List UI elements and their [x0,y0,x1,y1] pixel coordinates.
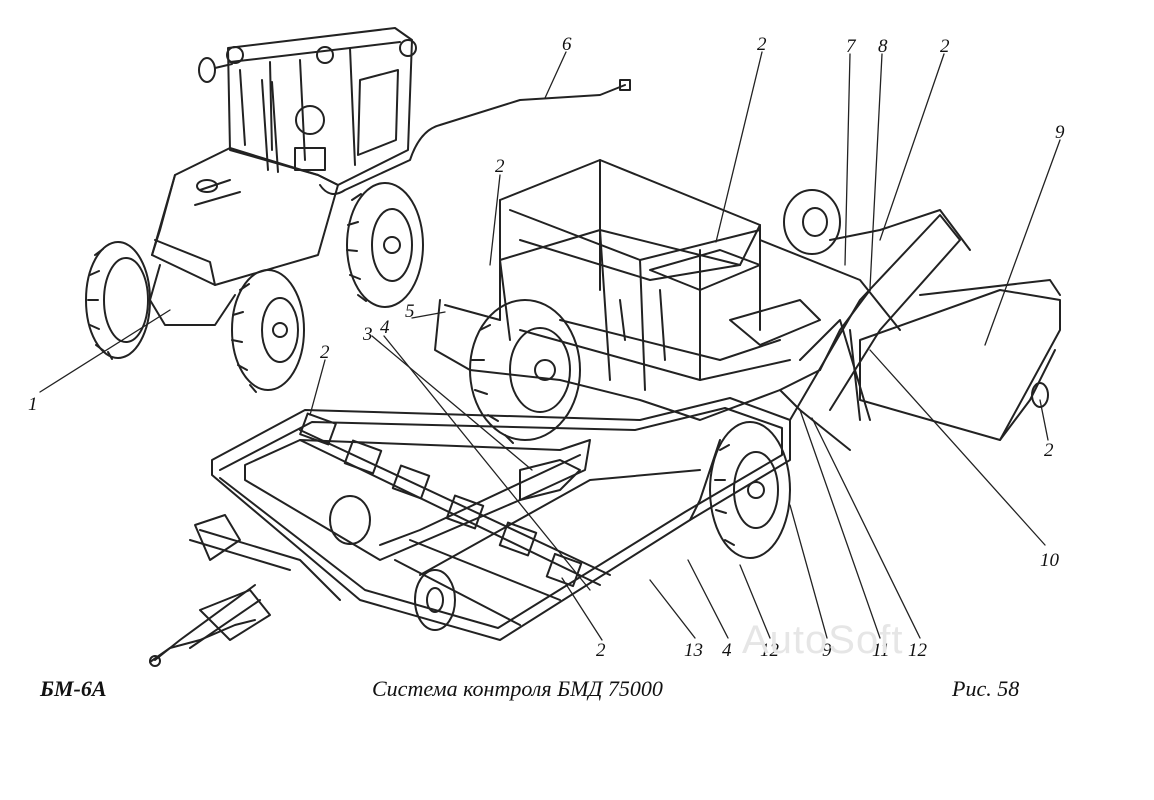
callout-labels: 6 2 7 8 2 9 2 5 4 3 2 1 2 10 2 13 4 12 9… [28,34,1065,661]
callout-10: 10 [1040,550,1060,571]
callout-6: 6 [562,34,572,55]
document-code: БМ-6А [40,676,107,701]
tractor-drawing [85,27,631,393]
callout-4: 4 [380,317,390,338]
callout-13: 13 [684,640,703,661]
callout-9: 9 [822,640,832,661]
callout-12: 12 [908,640,928,661]
callout-2: 2 [757,34,767,55]
callout-12: 12 [760,640,780,661]
callout-2: 2 [320,342,330,363]
leader-lines [39,51,1061,641]
callout-4: 4 [722,640,732,661]
figure-number: Рис. 58 [952,676,1020,701]
callout-9: 9 [1055,122,1065,143]
callout-2: 2 [596,640,606,661]
callout-2: 2 [495,156,505,177]
watermark: AutoSoft [742,618,904,662]
callout-3: 3 [362,324,373,345]
callout-1: 1 [28,394,38,415]
callout-5: 5 [405,301,415,322]
callout-2: 2 [940,36,950,57]
callout-11: 11 [872,640,890,661]
callout-2: 2 [1044,440,1054,461]
chassis-drawing [149,159,1061,667]
callout-8: 8 [878,36,888,57]
callout-7: 7 [846,36,857,57]
figure-title: Система контроля БМД 75000 [372,676,663,701]
